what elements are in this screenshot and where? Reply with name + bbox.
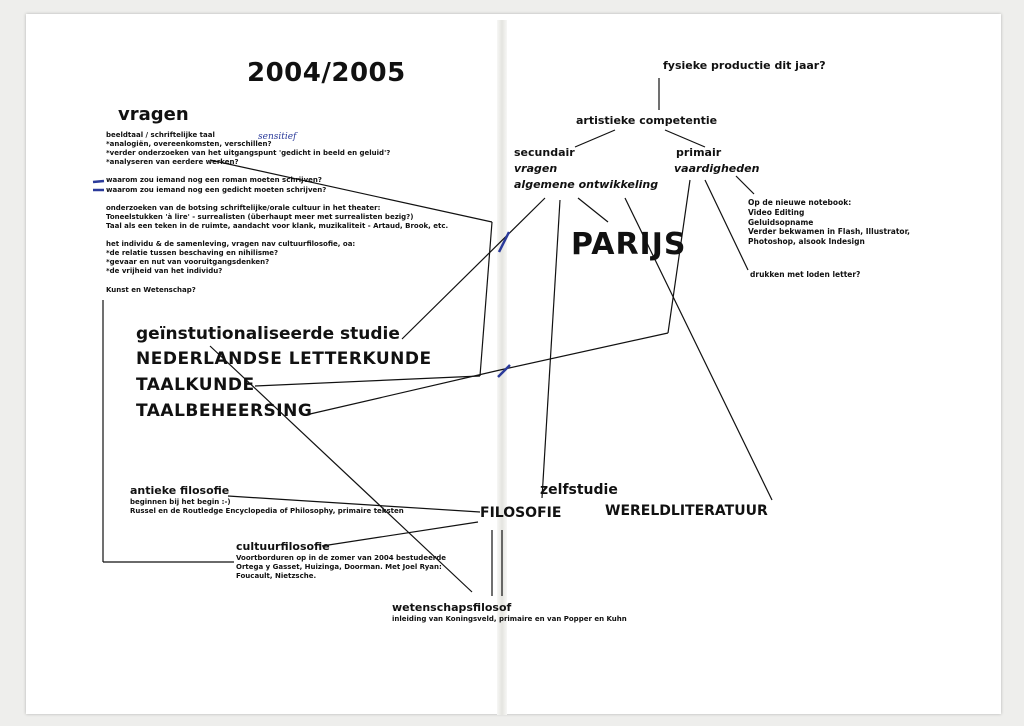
line-antiek-filosofie — [227, 495, 481, 513]
notebook-line: Video Editing — [748, 207, 805, 217]
vragen-line: *analyseren van eerdere werken? — [106, 158, 239, 167]
vragen-line: Toneelstukken 'à lire' - surrealisten (ü… — [106, 212, 414, 221]
secundair-vragen: vragen — [514, 162, 558, 175]
antieke-line: Russel en de Routledge Encyclopedia of P… — [130, 507, 404, 516]
line-studie-wetenschap — [209, 345, 473, 593]
line-vragen-secundair — [209, 159, 493, 223]
pen-mark-2 — [497, 364, 511, 378]
drukken-question: drukken met loden letter? — [750, 270, 861, 279]
filosofie-label: FILOSOFIE — [480, 505, 562, 521]
handwritten-note: sensitief — [258, 132, 297, 142]
vragen-list: beeldtaal / schriftelijke taal *analogië… — [106, 131, 448, 295]
artistieke-competentie: artistieke competentie — [576, 114, 718, 127]
studie-heading: geïnstutionaliseerde studie — [136, 324, 400, 344]
vragen-line: *analogiën, overeenkomsten, verschillen? — [106, 140, 272, 149]
cultuurfilosofie-title: cultuurfilosofie — [236, 540, 330, 553]
pen-mark-1 — [497, 231, 511, 253]
line-ontwikkeling-studie — [401, 197, 546, 340]
line-primair-down — [667, 179, 691, 334]
fysieke-productie-question: fysieke productie dit jaar? — [663, 59, 826, 72]
line-primair-left — [499, 332, 669, 371]
vragen-line — [106, 195, 448, 204]
primair-label: primair — [676, 146, 722, 159]
line-competence-secundair — [574, 129, 616, 148]
antieke-filosofie-title: antieke filosofie — [130, 484, 230, 497]
vaardigheden: vaardigheden — [674, 162, 760, 175]
paper-fold — [497, 20, 507, 715]
line-primair-drukken — [704, 179, 749, 271]
algemene-ontwikkeling: algemene ontwikkeling — [514, 178, 659, 191]
line-wereldliteratuur — [624, 197, 773, 501]
line-taalkunde — [254, 375, 481, 387]
vragen-line: beeldtaal / schriftelijke taal — [106, 131, 215, 139]
cultuurfilosofie-text: Voortborduren op in de zomer van 2004 be… — [236, 554, 446, 581]
pen-mark-3 — [92, 179, 105, 184]
antieke-line: beginnen bij het begin :-) — [130, 498, 231, 506]
secundair-label: secundair — [514, 146, 575, 159]
vragen-line: waarom zou iemand nog een gedicht moeten… — [106, 185, 327, 194]
wetenschapsfilosofie-title: wetenschapsfilosof — [392, 601, 512, 614]
wetenschapsfilosofie-text: inleiding van Koningsveld, primaire en v… — [392, 615, 627, 623]
studie-taalbeheersing: TAALBEHEERSING — [136, 401, 313, 421]
vragen-line: *verder onderzoeken van het uitgangspunt… — [106, 149, 391, 158]
vragen-heading: vragen — [118, 104, 189, 125]
line-ontwikkeling-parijs — [577, 197, 609, 223]
notebook-list: Op de nieuwe notebook: Video Editing Gel… — [748, 198, 910, 247]
line-competence-primair — [664, 129, 706, 148]
page-title: 2004/2005 — [247, 58, 406, 88]
vragen-line: waarom zou iemand nog een roman moeten s… — [106, 176, 322, 185]
notebook-line: Op de nieuwe notebook: — [748, 198, 852, 207]
vragen-line — [106, 277, 448, 286]
cultuur-line: Ortega y Gasset, Huizinga, Doorman. Met … — [236, 563, 442, 572]
vragen-line: het individu & de samenleving, vragen na… — [106, 240, 356, 249]
parijs-label: PARIJS — [571, 227, 687, 262]
vragen-line: *de relatie tussen beschaving en nihilis… — [106, 249, 279, 258]
vragen-line: Kunst en Wetenschap? — [106, 285, 196, 294]
paper-sheet — [26, 14, 1001, 714]
studie-taalkunde: TAALKUNDE — [136, 375, 255, 395]
line-fold-down — [479, 221, 493, 377]
vragen-line: *de vrijheid van het individu? — [106, 267, 223, 276]
notebook-line: Geluidsopname — [748, 217, 814, 227]
vragen-line — [106, 167, 448, 176]
line-taalbeheersing — [309, 369, 501, 415]
vragen-line: Taal als een teken in de ruimte, aandach… — [106, 221, 449, 230]
line-primair-notebook — [735, 175, 755, 195]
vragen-line: *gevaar en nut van vooruitgangsdenken? — [106, 258, 270, 267]
vragen-line: onderzoeken van de botsing schriftelijke… — [106, 203, 381, 212]
cultuur-line: Foucault, Nietzsche. — [236, 572, 317, 581]
cultuur-line: Voortborduren op in de zomer van 2004 be… — [236, 554, 447, 562]
antieke-filosofie-text: beginnen bij het begin :-) Russel en de … — [130, 498, 404, 516]
notebook-line: Verder bekwamen in Flash, Illustrator, — [748, 227, 911, 237]
line-ontwikkeling-zelfstudie — [541, 199, 561, 499]
line-cultuur-filosofie — [321, 521, 479, 547]
vragen-line — [106, 231, 448, 240]
wereldliteratuur-label: WERELDLITERATUUR — [605, 503, 768, 519]
notebook-line: Photoshop, alsook Indesign — [748, 237, 865, 246]
studie-letterkunde: NEDERLANDSE LETTERKUNDE — [136, 349, 432, 369]
zelfstudie-label: zelfstudie — [540, 482, 618, 498]
